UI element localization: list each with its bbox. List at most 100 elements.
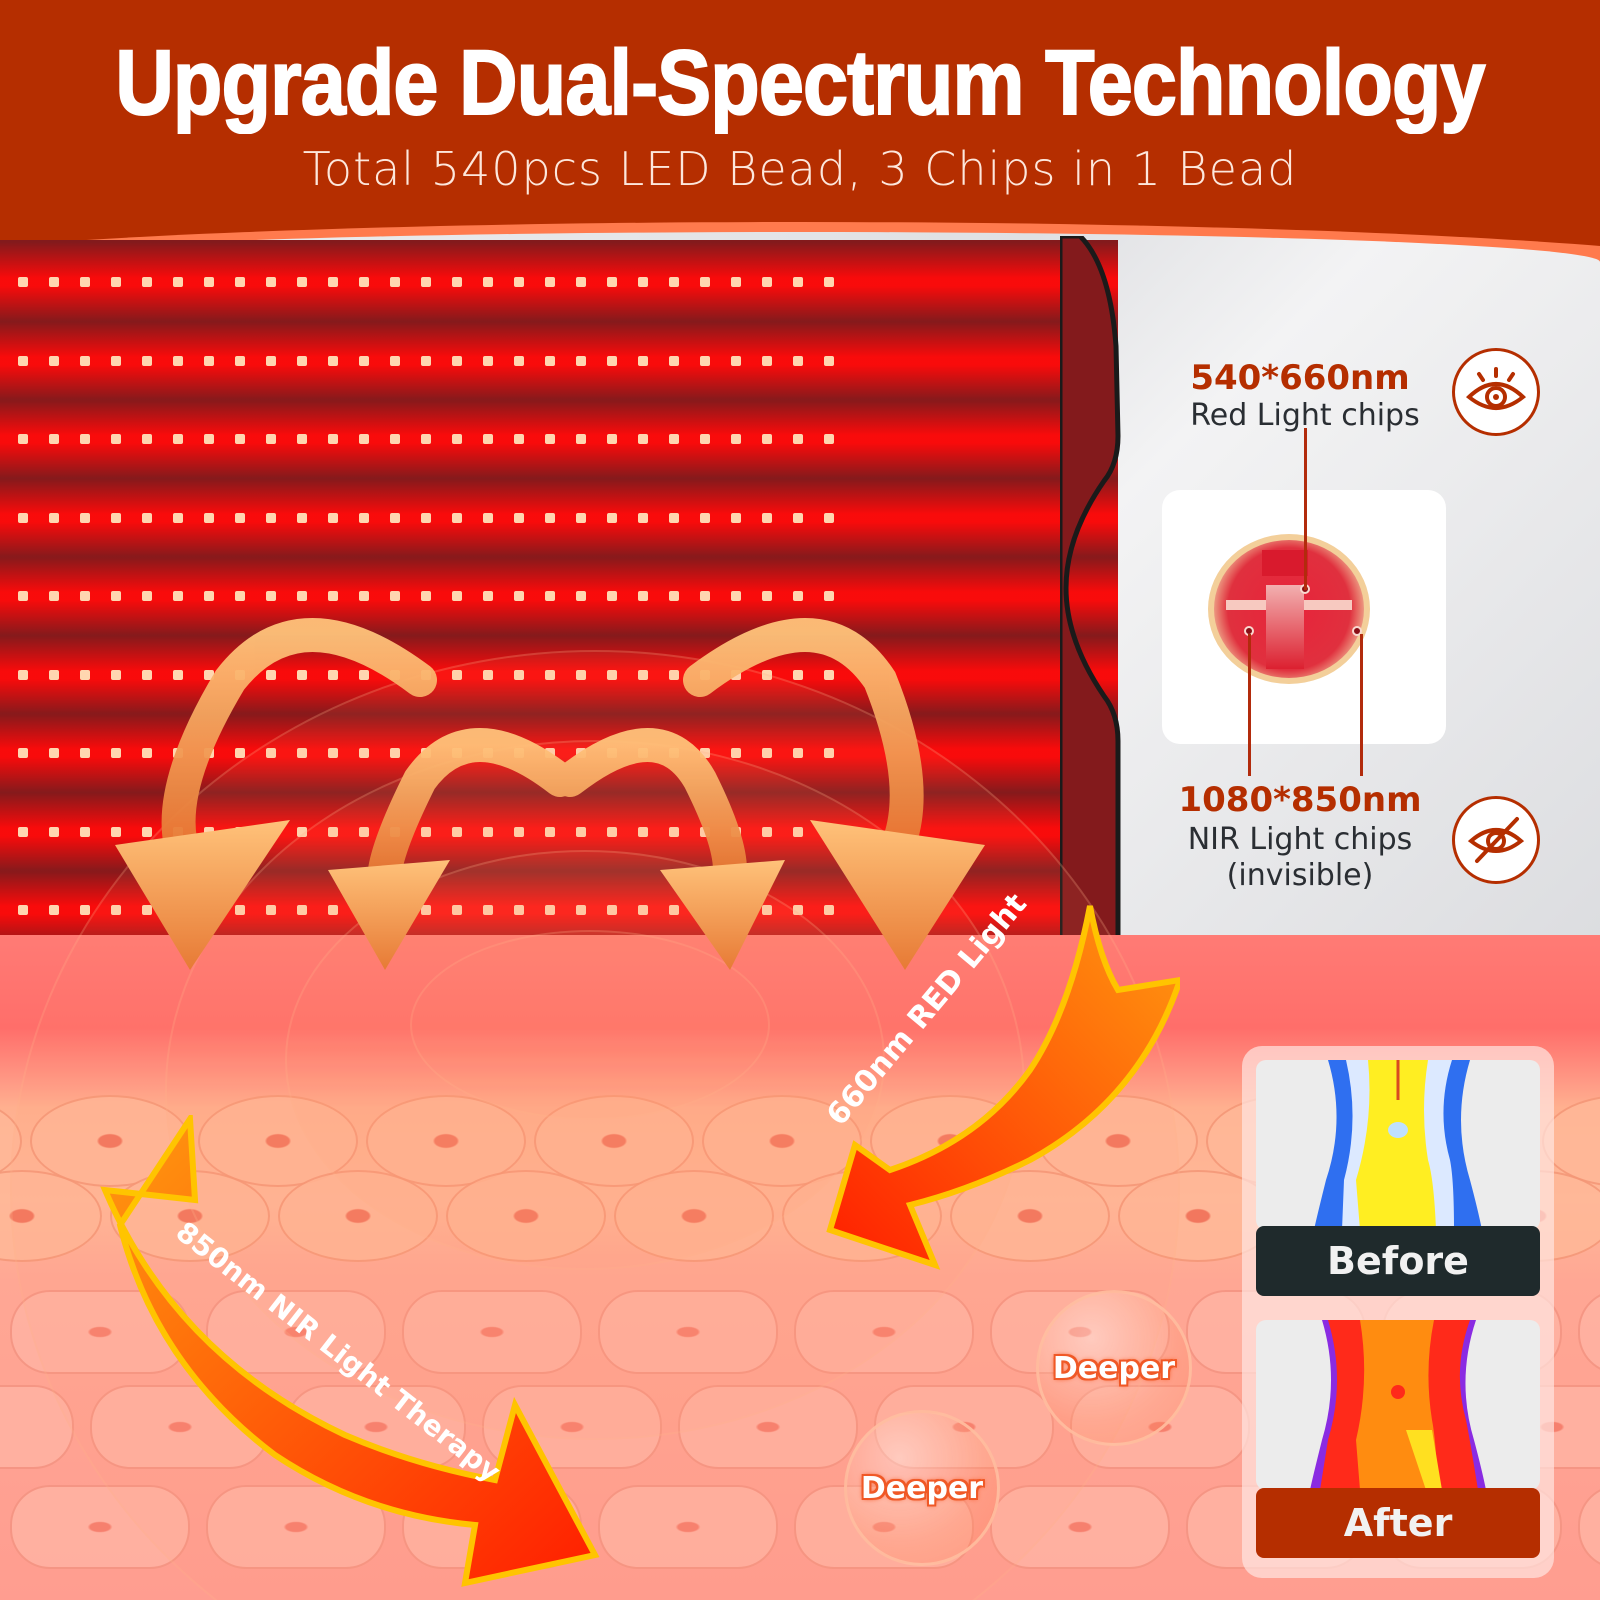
- led-bead: [483, 277, 493, 287]
- deeper-bubble-label: Deeper: [860, 1470, 984, 1506]
- red-light-arrow: [826, 905, 1180, 1270]
- led-bead: [18, 277, 28, 287]
- led-bead: [142, 512, 152, 523]
- led-bead: [514, 277, 524, 287]
- led-bead: [49, 512, 59, 523]
- led-bead: [638, 434, 648, 444]
- led-bead: [390, 277, 400, 287]
- led-bead: [421, 434, 431, 444]
- led-bead: [49, 748, 59, 758]
- led-bead: [576, 512, 586, 523]
- led-bead: [638, 512, 648, 523]
- led-bead: [80, 277, 90, 287]
- led-bead: [607, 512, 617, 523]
- led-bead: [204, 277, 214, 287]
- before-thermal-image: [1256, 1060, 1540, 1230]
- led-row: [0, 242, 1118, 322]
- led-bead: [173, 591, 183, 601]
- led-bead: [452, 591, 462, 601]
- led-bead: [80, 591, 90, 601]
- led-bead: [111, 669, 121, 680]
- led-bead: [111, 826, 121, 837]
- led-bead: [111, 512, 121, 523]
- led-bead: [18, 355, 28, 366]
- led-bead: [793, 669, 803, 680]
- led-bead: [204, 434, 214, 444]
- led-bead: [266, 669, 276, 680]
- led-bead: [204, 355, 214, 366]
- nir-chip-spec-value: 1080*850nm: [1178, 780, 1422, 820]
- led-bead: [421, 355, 431, 366]
- led-bead: [142, 669, 152, 680]
- after-label: After: [1256, 1488, 1540, 1558]
- led-bead: [762, 355, 772, 366]
- led-bead: [762, 434, 772, 444]
- led-bead: [824, 669, 834, 680]
- led-bead: [607, 591, 617, 601]
- led-bead: [390, 355, 400, 366]
- led-bead: [700, 591, 710, 601]
- led-bead: [793, 355, 803, 366]
- led-bead: [359, 277, 369, 287]
- led-bead: [545, 355, 555, 366]
- led-bead: [204, 669, 214, 680]
- led-bead: [111, 355, 121, 366]
- led-bead: [80, 355, 90, 366]
- led-bead: [824, 512, 834, 523]
- nir-chip-leader-line-right: [1360, 634, 1363, 776]
- led-bead: [824, 355, 834, 366]
- led-bead: [576, 277, 586, 287]
- led-bead: [49, 277, 59, 287]
- led-bead: [297, 277, 307, 287]
- deeper-bubble: Deeper: [1036, 1290, 1192, 1446]
- led-bead: [700, 277, 710, 287]
- led-bead: [18, 905, 28, 915]
- led-bead: [390, 434, 400, 444]
- led-bead: [576, 355, 586, 366]
- led-bead: [18, 434, 28, 444]
- led-bead: [204, 512, 214, 523]
- led-bead: [266, 591, 276, 601]
- led-bead: [669, 434, 679, 444]
- light-penetration-arrows: [115, 618, 985, 970]
- led-bead: [328, 434, 338, 444]
- led-bead: [452, 355, 462, 366]
- led-bead: [359, 512, 369, 523]
- chip-trace: [1266, 585, 1304, 669]
- led-bead: [483, 512, 493, 523]
- led-bead: [762, 591, 772, 601]
- led-bead: [607, 434, 617, 444]
- led-bead: [359, 434, 369, 444]
- led-bead: [545, 434, 555, 444]
- led-bead: [80, 826, 90, 837]
- visible-light-badge: [1452, 348, 1540, 436]
- light-ripple: [410, 930, 770, 1120]
- led-bead: [669, 512, 679, 523]
- led-bead: [793, 512, 803, 523]
- led-bead: [80, 512, 90, 523]
- led-board-edge: [1060, 236, 1121, 940]
- led-bead: [142, 591, 152, 601]
- led-bead: [731, 512, 741, 523]
- invisible-light-badge: [1452, 796, 1540, 884]
- led-bead: [359, 591, 369, 601]
- chip-pad: [1262, 550, 1308, 576]
- led-bead: [669, 591, 679, 601]
- led-bead: [18, 826, 28, 837]
- led-bead: [49, 905, 59, 915]
- led-bead: [297, 434, 307, 444]
- led-bead: [142, 826, 152, 837]
- led-bead: [576, 591, 586, 601]
- red-chip-spec-value: 540*660nm: [1190, 358, 1410, 398]
- led-bead: [483, 434, 493, 444]
- led-bead: [731, 434, 741, 444]
- led-bead: [173, 277, 183, 287]
- led-bead: [545, 277, 555, 287]
- led-bead: [266, 277, 276, 287]
- led-bead: [638, 355, 648, 366]
- led-bead: [111, 434, 121, 444]
- led-bead: [266, 512, 276, 523]
- led-bead: [18, 748, 28, 758]
- nir-chip-dot-right: [1352, 626, 1362, 636]
- led-bead: [793, 277, 803, 287]
